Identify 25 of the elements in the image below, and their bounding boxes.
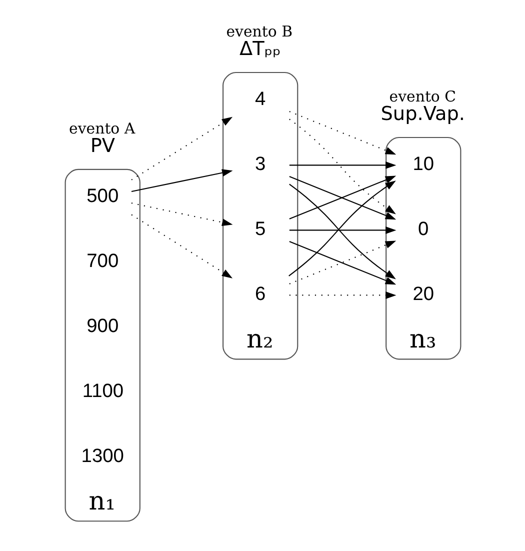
arrow	[130, 169, 232, 192]
arrow	[288, 161, 396, 169]
arrow	[288, 111, 396, 155]
cluster	[64, 168, 140, 522]
node-text: 700	[86, 250, 118, 272]
node-label: n₁	[88, 486, 115, 517]
node-text: 20	[412, 284, 434, 305]
node-text: 1100	[82, 380, 124, 402]
arrow	[288, 226, 396, 234]
node-text: 1300	[80, 446, 124, 467]
node-label: n₃	[409, 324, 436, 355]
arrow	[130, 116, 232, 180]
node-text: 5	[254, 218, 266, 240]
arrow	[288, 291, 396, 299]
arrow	[130, 214, 232, 278]
node-label: n₂	[246, 324, 273, 355]
node-text: 6	[254, 284, 266, 305]
arrow	[288, 118, 396, 214]
node-text: 900	[86, 316, 118, 337]
node-text: 500	[86, 186, 118, 207]
node-text: 4	[254, 88, 266, 110]
arrow	[130, 202, 232, 226]
node-text: 0	[418, 218, 428, 240]
node-text: 10	[412, 154, 434, 175]
node-text: 3	[254, 154, 266, 175]
